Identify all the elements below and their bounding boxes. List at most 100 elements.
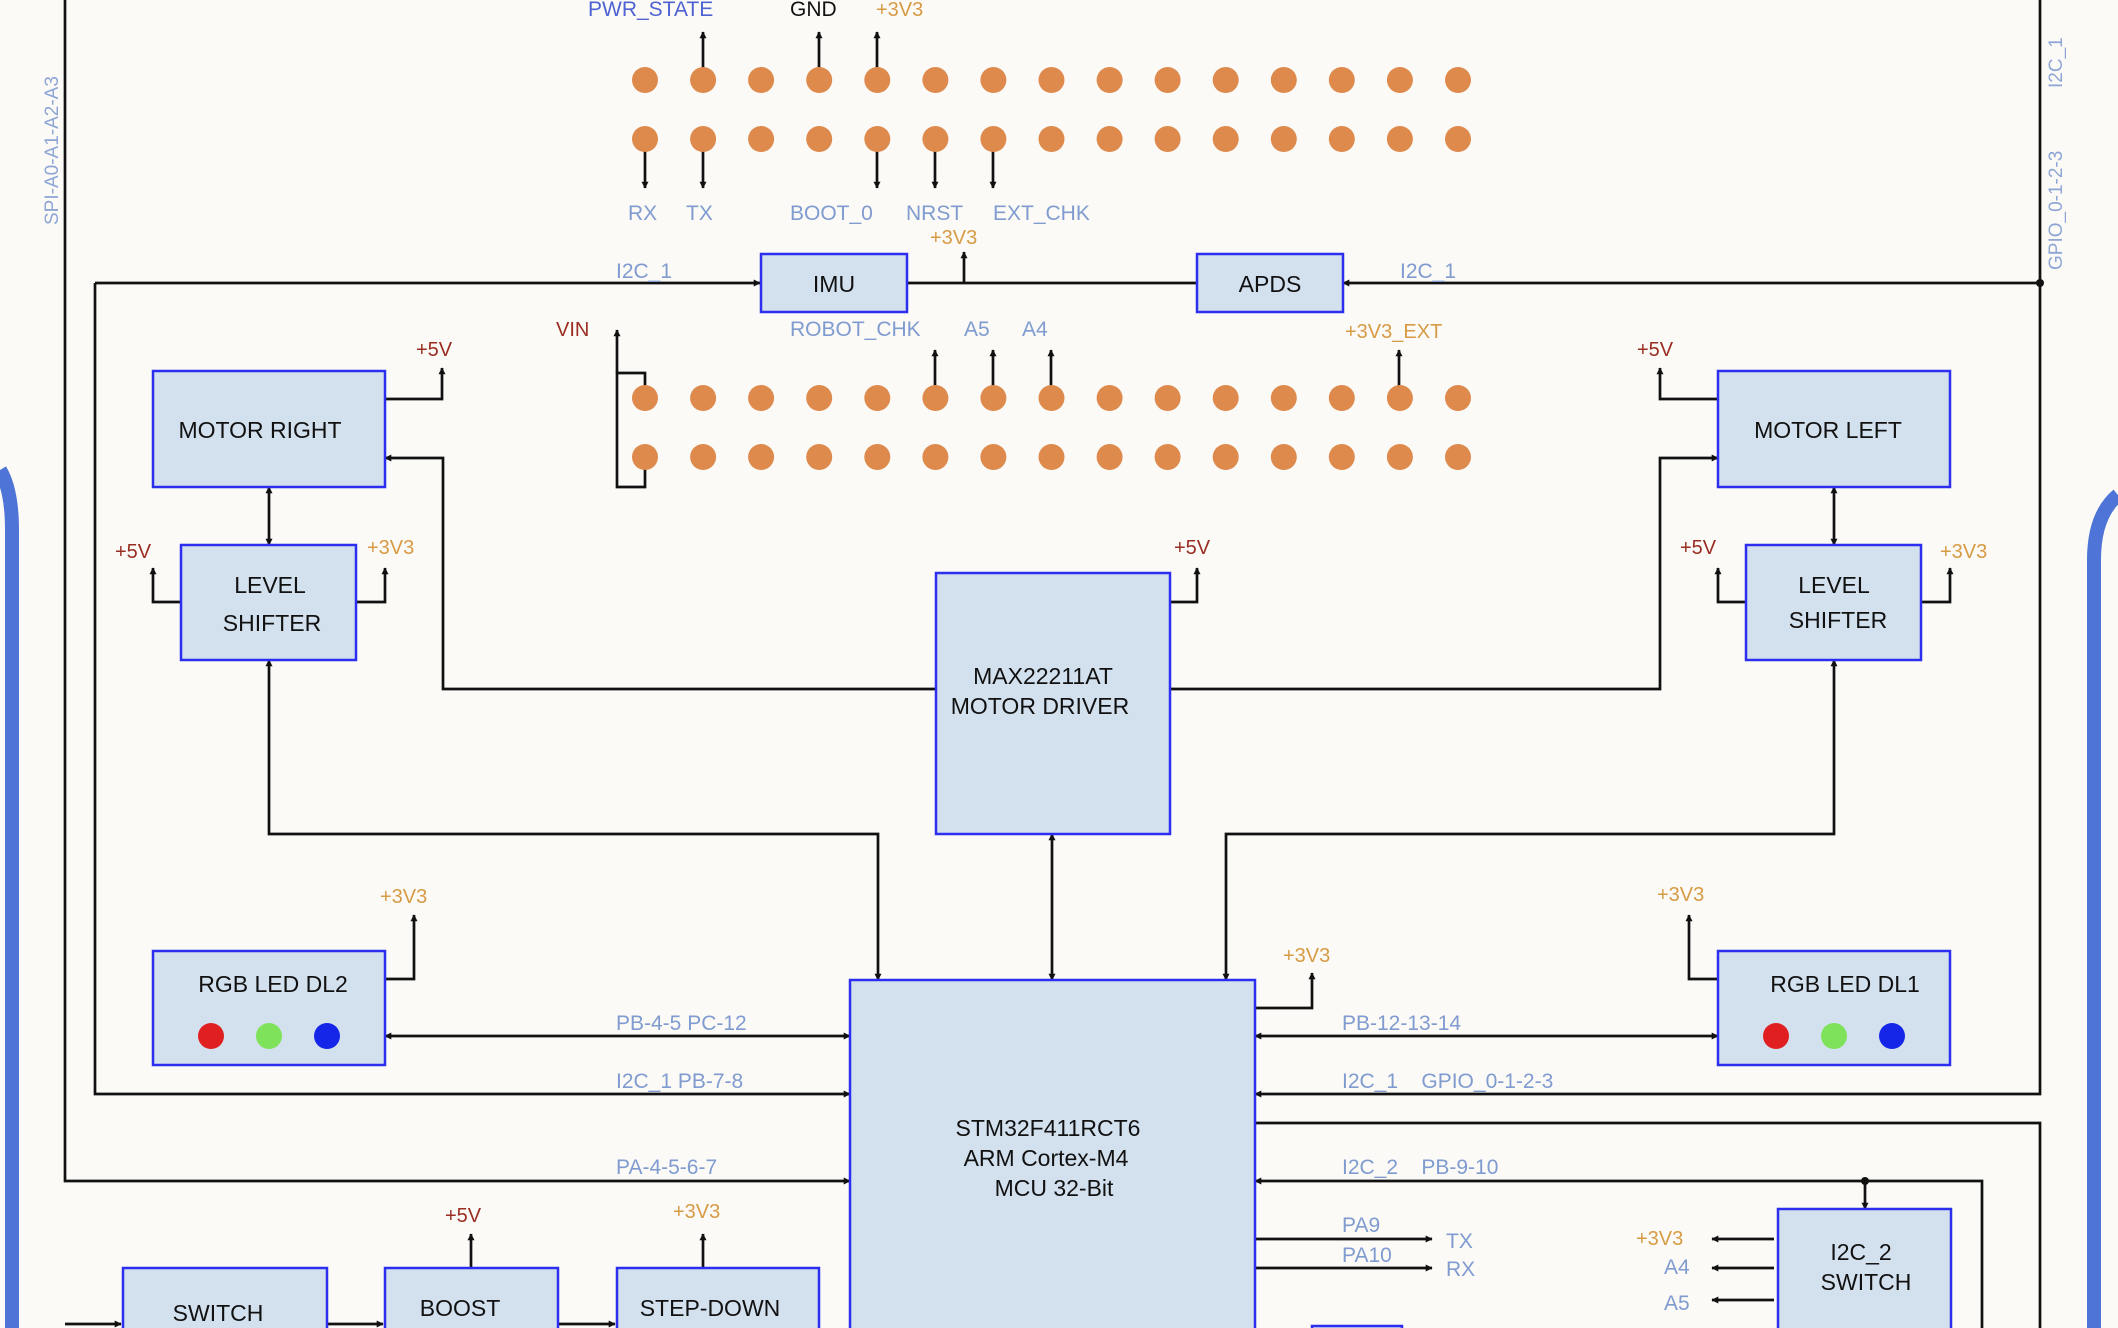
pb45-pc12-label: PB-4-5 PC-12 (616, 1012, 747, 1035)
level-shifter-left-5v: +5V (115, 541, 152, 563)
header-pin (864, 67, 891, 93)
header-pin (806, 444, 833, 470)
header-pin (1328, 126, 1355, 152)
header-pin (806, 67, 833, 93)
frame-right-edge (2087, 489, 2118, 1328)
mcu-line3: MCU 32-Bit (995, 1175, 1114, 1201)
block-motor-right: MOTOR RIGHT (151, 369, 387, 489)
led-red (198, 1023, 224, 1049)
level-shifter-left-line1: LEVEL (234, 572, 306, 598)
block-rgb-led-dl1: RGB LED DL1 (1716, 949, 1952, 1067)
frame-left-edge (0, 466, 19, 1328)
pa4567-label: PA-4-5-6-7 (616, 1156, 717, 1179)
pwr-state-label: PWR_STATE (588, 0, 713, 21)
block-switch: SWITCH (121, 1266, 329, 1328)
header-pin (1096, 126, 1123, 152)
header-pin (864, 126, 891, 152)
header-pin (922, 385, 949, 411)
block-level-shifter-right: LEVEL SHIFTER (1744, 543, 1923, 662)
led-blue (314, 1023, 340, 1049)
signal-labels: I2C_1 I2C_1 +3V3 PB-4-5 PC-12 I2C_1 PB-7… (616, 227, 1690, 1315)
header-pin (1445, 67, 1471, 93)
block-i2c2-switch: I2C_2 SWITCH (1776, 1207, 1953, 1328)
motor-right-5v: +5V (416, 339, 453, 361)
header-pin (1445, 126, 1471, 152)
header-pin (1386, 126, 1413, 152)
i2c2-switch-line2: SWITCH (1821, 1269, 1912, 1295)
header-pin (1154, 67, 1181, 93)
side-label-spi: SPI-A0-A1-A2-A3 (42, 76, 63, 225)
i2c1-right-label: I2C_1 (1400, 260, 1456, 283)
motor-right-label: MOTOR RIGHT (178, 417, 341, 443)
header-pin (632, 67, 658, 93)
header-pin (864, 444, 891, 470)
header-pin (690, 126, 717, 152)
header-pin (1038, 444, 1065, 470)
imu-label: IMU (813, 271, 855, 297)
switch-a5-label: A5 (1664, 1292, 1690, 1315)
header-pin (1154, 126, 1181, 152)
block-boost: BOOST (383, 1266, 560, 1328)
header-pin (1328, 444, 1355, 470)
i2c1-left-label: I2C_1 (616, 260, 672, 283)
gnd-label: GND (790, 0, 837, 21)
header-pin (1445, 385, 1471, 411)
i2c1-pb78-label: I2C_1 PB-7-8 (616, 1070, 743, 1093)
header-pin (690, 444, 717, 470)
header-labels: PWR_STATE GND +3V3 RX TX BOOT_0 NRST EXT… (556, 0, 1442, 343)
tx-out-label: TX (1446, 1230, 1473, 1253)
motor-driver-line2: MOTOR DRIVER (951, 693, 1129, 719)
led-green (1821, 1023, 1847, 1049)
block-motor-driver: MAX22211AT MOTOR DRIVER (934, 571, 1172, 836)
pb121314-label: PB-12-13-14 (1342, 1012, 1461, 1035)
header-pin (980, 67, 1007, 93)
header-pin (748, 67, 775, 93)
mcu-3v3: +3V3 (1283, 945, 1330, 967)
header-pin (1386, 385, 1413, 411)
level-shifter-right-5v: +5V (1680, 537, 1717, 559)
a5-label: A5 (964, 318, 990, 341)
apds-label: APDS (1239, 271, 1302, 297)
block-apds: APDS (1195, 252, 1345, 314)
side-label-i2c1: I2C_1 (2046, 37, 2067, 88)
mcu-line2: ARM Cortex-M4 (964, 1145, 1129, 1171)
tx-label: TX (686, 202, 713, 225)
header-pin (1270, 385, 1297, 411)
boot0-label: BOOT_0 (790, 202, 873, 225)
header-pin (1096, 67, 1123, 93)
led-red (1763, 1023, 1789, 1049)
plus3v3-ext-label: +3V3_EXT (1345, 321, 1442, 343)
block-motor-left: MOTOR LEFT (1716, 369, 1952, 489)
level-shifter-left-3v3: +3V3 (367, 537, 414, 559)
header-pin (632, 385, 658, 411)
vin-label: VIN (556, 319, 589, 341)
header-pin (1212, 385, 1239, 411)
a4-label: A4 (1022, 318, 1048, 341)
header-pin (1270, 444, 1297, 470)
step-down-3v3: +3V3 (673, 1201, 720, 1223)
header-pin (1212, 444, 1239, 470)
rgb-dl2-3v3: +3V3 (380, 886, 427, 908)
level-shifter-left-line2: SHIFTER (223, 610, 321, 636)
rgb-led-dl1-label: RGB LED DL1 (1770, 971, 1920, 997)
motor-left-5v: +5V (1637, 339, 1674, 361)
level-shifter-right-3v3: +3V3 (1940, 541, 1987, 563)
header-pin (1328, 67, 1355, 93)
block-rgb-led-dl2: RGB LED DL2 (151, 949, 387, 1067)
block-step-down: STEP-DOWN (615, 1266, 821, 1328)
header-pin (690, 385, 717, 411)
header-pin (1154, 444, 1181, 470)
header-pin (632, 126, 658, 152)
rx-out-label: RX (1446, 1258, 1475, 1281)
switch-3v3-label: +3V3 (1636, 1228, 1683, 1250)
header-pin (1096, 385, 1123, 411)
step-down-label: STEP-DOWN (640, 1295, 781, 1321)
header-pin (748, 385, 775, 411)
i2c2-pb910-label: I2C_2 PB-9-10 (1342, 1156, 1498, 1179)
imu-3v3-label: +3V3 (930, 227, 977, 249)
header-pin (1270, 67, 1297, 93)
header-pin (1038, 67, 1065, 93)
nrst-label: NRST (906, 202, 963, 225)
header-pin (1386, 67, 1413, 93)
